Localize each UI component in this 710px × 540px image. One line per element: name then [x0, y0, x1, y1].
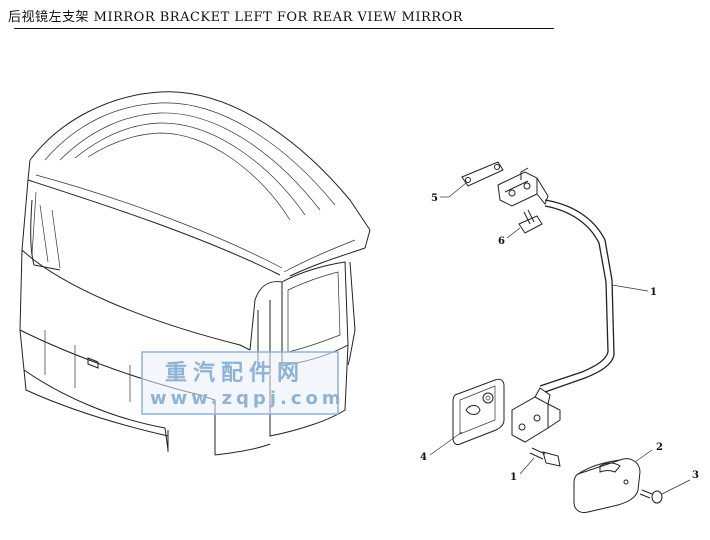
- callout-1-arm: 1: [650, 287, 657, 298]
- lower-bolt: [519, 447, 561, 475]
- diagram-title: 后视镜左支架 MIRROR BRACKET LEFT FOR REAR VIEW…: [8, 10, 464, 25]
- callout-2: 2: [656, 442, 663, 453]
- mounting-plate: [429, 378, 505, 456]
- watermark-text-url: www.zqpj.com: [150, 388, 345, 409]
- upper-clamp-bracket: [497, 167, 549, 207]
- callout-3: 3: [692, 470, 699, 481]
- mirror-base-cover: [573, 449, 653, 513]
- lower-hinge-bracket: [511, 387, 561, 443]
- mirror-arm-tube: [539, 199, 649, 393]
- link-plate: [440, 161, 504, 198]
- callout-1-bolt: 1: [510, 472, 517, 483]
- screw: [639, 479, 691, 504]
- watermark: 重汽配件网 www.zqpj.com: [141, 351, 345, 415]
- callout-6: 6: [498, 236, 505, 247]
- callout-5: 5: [431, 193, 438, 204]
- title-underline: [14, 28, 554, 29]
- bolt: [506, 209, 543, 239]
- callout-4: 4: [420, 452, 427, 463]
- watermark-text-cn: 重汽配件网: [165, 360, 305, 386]
